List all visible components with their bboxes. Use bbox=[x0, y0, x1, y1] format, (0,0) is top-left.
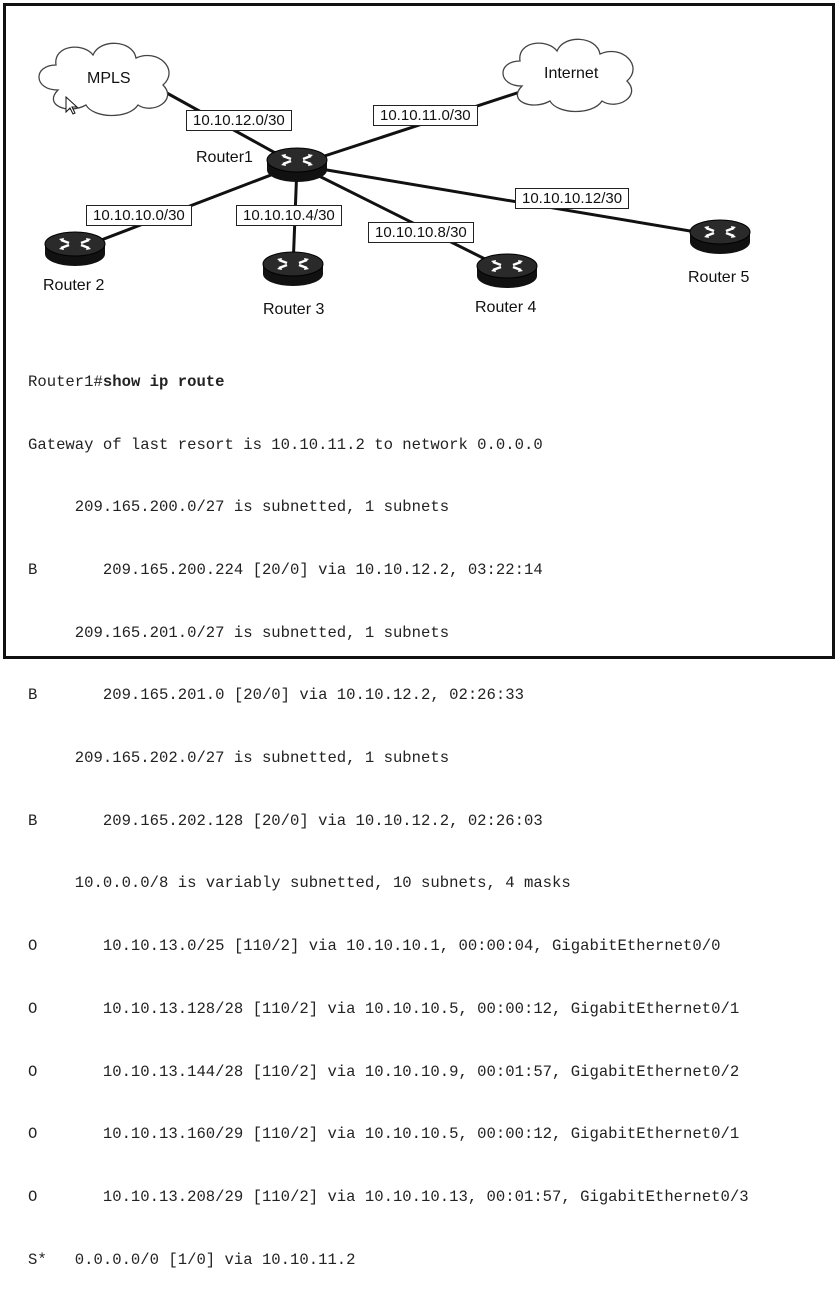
cli-line: O 10.10.13.208/29 [110/2] via 10.10.10.1… bbox=[28, 1187, 749, 1206]
router2-icon bbox=[43, 230, 107, 268]
cli-line: O 10.10.13.160/29 [110/2] via 10.10.10.5… bbox=[28, 1125, 740, 1144]
cli-line: O 10.10.13.128/28 [110/2] via 10.10.10.5… bbox=[28, 999, 740, 1018]
link-lines bbox=[74, 90, 721, 272]
subnet-label-mpls-link: 10.10.12.0/30 bbox=[186, 110, 292, 131]
cli-line: 209.165.201.0/27 is subnetted, 1 subnets bbox=[28, 623, 450, 642]
cli-prompt: Router1# bbox=[28, 372, 103, 391]
link-internet bbox=[296, 90, 521, 167]
cloud-label-internet: Internet bbox=[544, 65, 599, 82]
subnet-label-router2-link: 10.10.10.0/30 bbox=[86, 205, 192, 226]
router3-icon bbox=[261, 250, 325, 288]
router-label-router1: Router1 bbox=[196, 149, 253, 166]
cli-line: B 209.165.200.224 [20/0] via 10.10.12.2,… bbox=[28, 560, 543, 579]
cli-output: Router1#show ip route Gateway of last re… bbox=[28, 330, 749, 1291]
cli-line: B 209.165.201.0 [20/0] via 10.10.12.2, 0… bbox=[28, 686, 524, 705]
cli-line: 10.0.0.0/8 is variably subnetted, 10 sub… bbox=[28, 874, 571, 893]
cli-command-line: Router1#show ip route bbox=[28, 372, 749, 393]
cli-line: Gateway of last resort is 10.10.11.2 to … bbox=[28, 435, 543, 454]
subnet-label-router5-link: 10.10.10.12/30 bbox=[515, 188, 630, 209]
cli-command: show ip route bbox=[102, 372, 225, 391]
cloud-label-mpls: MPLS bbox=[87, 70, 131, 87]
router-label-router3: Router 3 bbox=[263, 301, 325, 318]
router4-icon bbox=[475, 252, 539, 290]
router-label-router2: Router 2 bbox=[43, 277, 105, 294]
router5-icon bbox=[688, 218, 752, 256]
cli-line: 209.165.200.0/27 is subnetted, 1 subnets bbox=[28, 498, 450, 517]
subnet-label-internet-link: 10.10.11.0/30 bbox=[373, 105, 478, 126]
router-label-router5: Router 5 bbox=[688, 269, 750, 286]
link-router5 bbox=[296, 163, 721, 238]
link-router4 bbox=[296, 163, 508, 272]
cli-line: B 209.165.202.128 [20/0] via 10.10.12.2,… bbox=[28, 811, 543, 830]
cli-line: O 10.10.13.144/28 [110/2] via 10.10.10.9… bbox=[28, 1062, 740, 1081]
cli-line: 209.165.202.0/27 is subnetted, 1 subnets bbox=[28, 749, 450, 768]
subnet-label-router3-link: 10.10.10.4/30 bbox=[236, 205, 342, 226]
image-frame bbox=[3, 3, 835, 659]
cli-line: S* 0.0.0.0/0 [1/0] via 10.10.11.2 bbox=[28, 1250, 356, 1269]
router1-icon bbox=[265, 146, 329, 184]
topology-diagram bbox=[38, 38, 752, 290]
subnet-label-router4-link: 10.10.10.8/30 bbox=[368, 222, 474, 243]
router-label-router4: Router 4 bbox=[475, 299, 537, 316]
mouse-cursor-icon bbox=[65, 95, 79, 115]
cli-line: O 10.10.13.0/25 [110/2] via 10.10.10.1, … bbox=[28, 937, 721, 956]
